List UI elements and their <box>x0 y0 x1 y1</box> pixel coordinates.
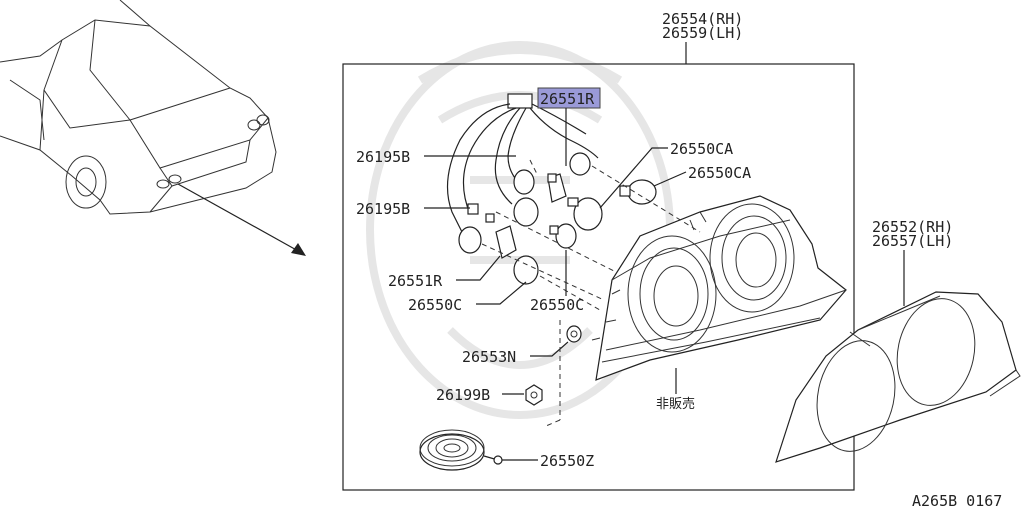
lens-lh-label: 26557(LH) <box>872 232 953 250</box>
nut-part <box>525 384 543 406</box>
figure-code: A265B 0167 <box>912 492 1002 510</box>
bulb-ca-1-label: 26550CA <box>670 140 733 158</box>
bulb-ca-2-label: 26550CA <box>688 164 751 182</box>
socket-cluster-lower <box>458 203 577 285</box>
socket-1-label: 26195B <box>356 148 410 166</box>
lamp-housing <box>591 195 847 381</box>
grommet-part <box>566 325 582 343</box>
harness-bottom-label: 26551R <box>388 272 443 290</box>
bulb-c-2-label: 26550C <box>530 296 584 314</box>
socket-2-label: 26195B <box>356 200 410 218</box>
grommet-label: 26553N <box>462 348 516 366</box>
housing-lh-label: 26559(LH) <box>662 24 743 42</box>
lens-part <box>775 291 1021 463</box>
bulb-c-1-label: 26550C <box>408 296 462 314</box>
seal-part <box>419 429 503 471</box>
not-for-sale-label: 非販売 <box>656 396 695 412</box>
wiring-harness <box>446 93 599 241</box>
seal-label: 26550Z <box>540 452 594 470</box>
harness-top-label: 26551R <box>540 90 595 108</box>
car-illustration <box>0 0 306 256</box>
nut-label: 26199B <box>436 386 490 404</box>
diagram-frame <box>342 63 855 491</box>
highlighted-part-box <box>537 87 601 109</box>
lens-rh-label: 26552(RH) <box>872 218 953 236</box>
housing-rh-label: 26554(RH) <box>662 10 743 28</box>
socket-cluster-upper <box>513 152 657 231</box>
